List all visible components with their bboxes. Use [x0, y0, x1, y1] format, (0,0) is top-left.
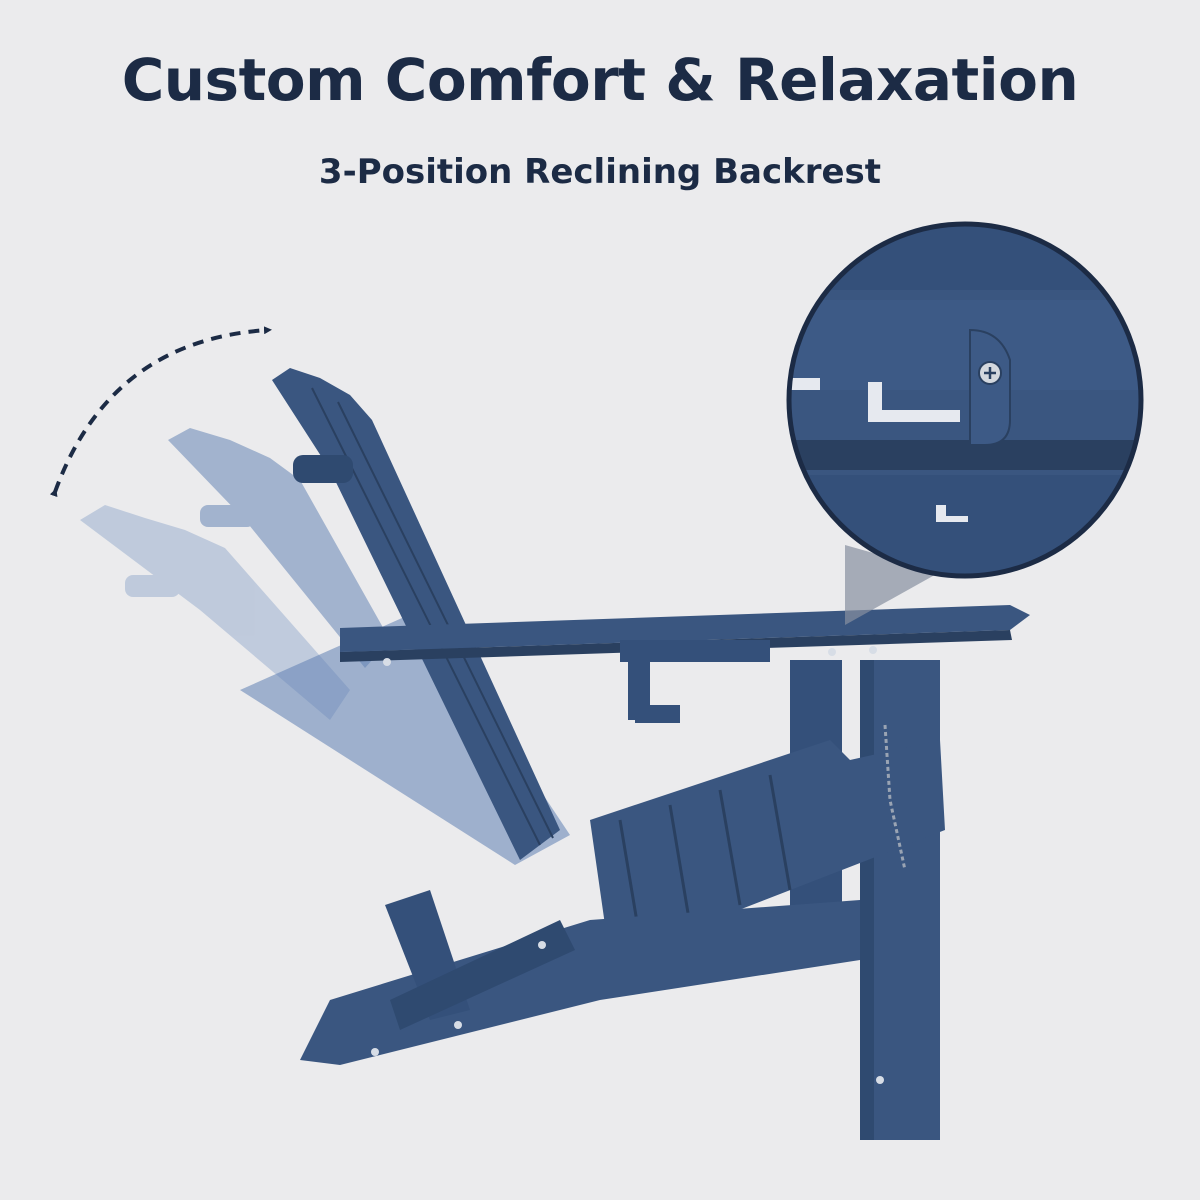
- backrest-ghost-motion: [240, 610, 570, 865]
- recline-arrow-icon: [49, 326, 272, 498]
- headline: Custom Comfort & Relaxation: [121, 46, 1079, 114]
- screw-icon: [978, 361, 1002, 385]
- backrest-ghost-position-2: [168, 428, 390, 668]
- backrest: [272, 368, 560, 860]
- backrest-ghost-position-3: [80, 505, 350, 720]
- chair-frame: [300, 605, 1030, 1140]
- subheadline: 3-Position Reclining Backrest: [318, 152, 882, 192]
- callout-connector: [845, 545, 940, 625]
- zoom-detail: [786, 221, 1144, 579]
